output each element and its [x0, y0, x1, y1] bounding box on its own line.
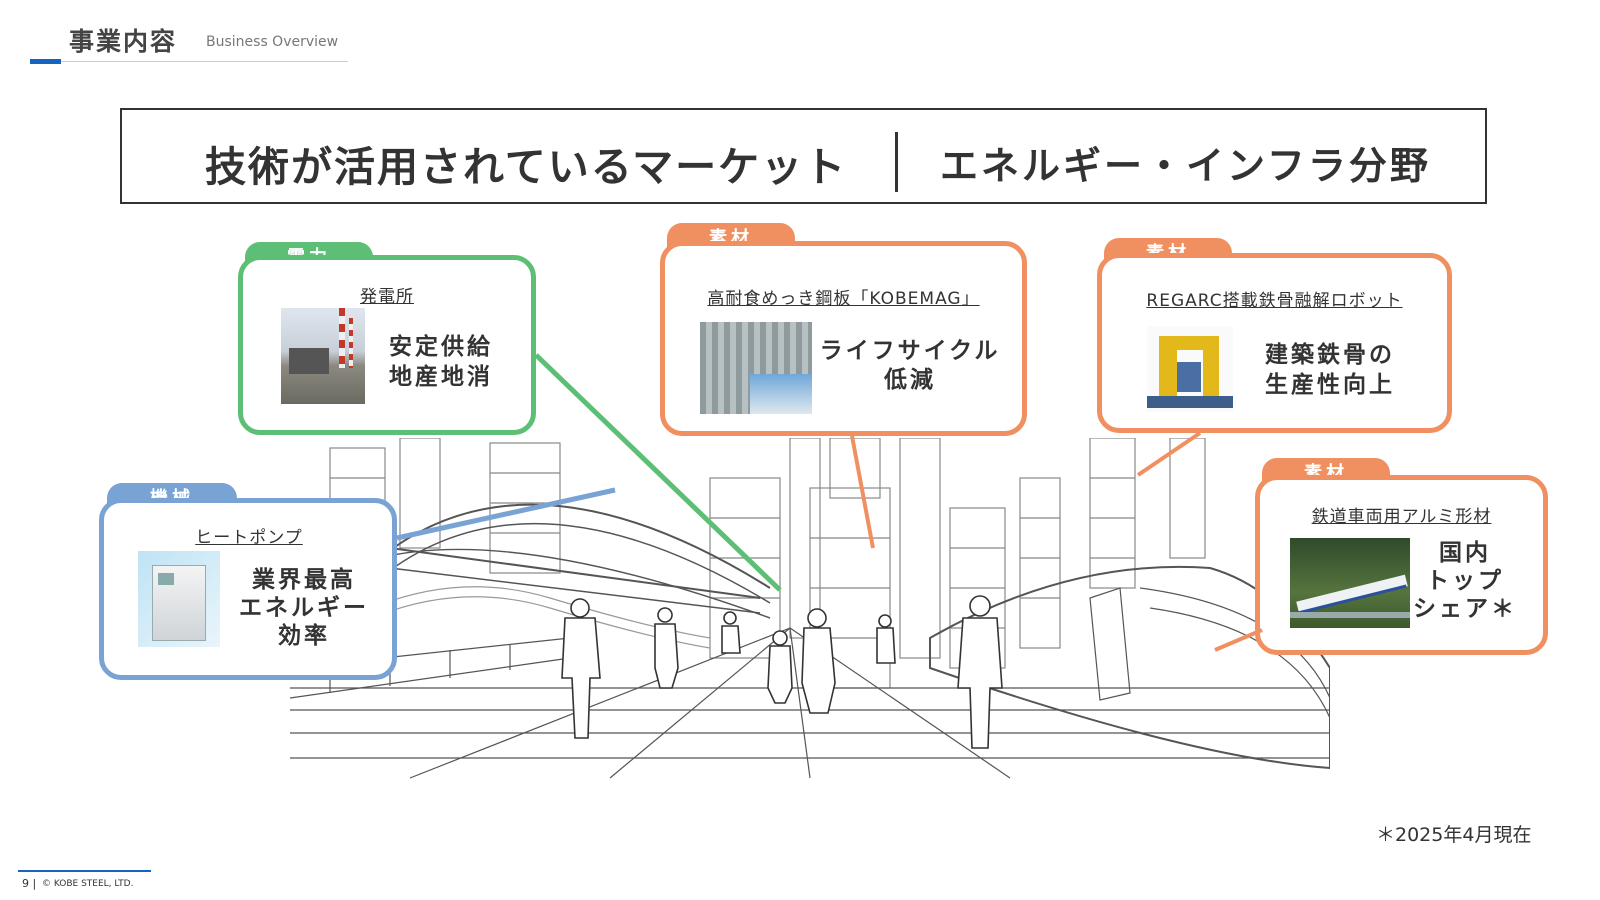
callout-line-2: 地産地消 — [389, 364, 493, 390]
callout-line-1: 建築鉄骨の — [1265, 342, 1395, 368]
callout-line-1: ライフサイクル — [819, 338, 1001, 364]
shinkansen-photo — [1290, 538, 1410, 628]
section-subtitle: Business Overview — [206, 34, 339, 50]
header-divider — [30, 61, 348, 62]
callout-title: 鉄道車両用アルミ形材 — [1311, 507, 1492, 527]
connector-machinery — [396, 487, 616, 541]
banner-field: エネルギー・インフラ分野 — [940, 144, 1431, 188]
callout-kobemag: 高耐食めっき鋼板「KOBEMAG」 ライフサイクル 低減 — [660, 241, 1027, 436]
callout-railway-aluminum: 鉄道車両用アルミ形材 国内 トップ シェア＊ — [1255, 475, 1548, 655]
banner-heading: 技術が活用されているマーケット — [205, 143, 848, 191]
callout-line-3: 効率 — [278, 623, 330, 649]
callout-line-1: 国内 — [1439, 540, 1491, 566]
connector-railway — [1214, 628, 1263, 652]
welding-robot-photo — [1147, 326, 1233, 412]
steel-sheet-photo — [700, 322, 812, 414]
callout-title: 発電所 — [360, 287, 414, 307]
callout-line-1: 安定供給 — [389, 334, 493, 360]
copyright: © KOBE STEEL, LTD. — [42, 879, 134, 889]
callout-regarc-robot: REGARC搭載鉄骨融解ロボット 建築鉄骨の 生産性向上 — [1097, 253, 1452, 433]
connector-regarc — [1136, 431, 1202, 477]
callout-line-2: エネルギー — [239, 595, 369, 621]
callout-line-2: 低減 — [884, 367, 936, 393]
callout-title: ヒートポンプ — [195, 528, 303, 548]
section-title: 事業内容 — [69, 27, 178, 56]
footer-accent-bar — [18, 870, 151, 872]
callout-power-plant: 発電所 安定供給 地産地消 — [238, 255, 536, 435]
callout-heat-pump: ヒートポンプ 業界最高 エネルギー 効率 — [99, 498, 397, 680]
date-footnote: ＊2025年4月現在 — [1376, 824, 1532, 846]
header-accent-bar — [30, 59, 61, 64]
power-plant-photo — [281, 308, 365, 404]
heat-pump-photo — [138, 551, 220, 647]
callout-line-3: シェア＊ — [1413, 596, 1517, 622]
page-number: 9 | — [22, 877, 37, 890]
connector-power — [534, 353, 782, 592]
connector-kobemag — [850, 435, 875, 549]
callout-line-2: 生産性向上 — [1265, 372, 1395, 398]
market-banner — [120, 108, 1487, 204]
callout-title: 高耐食めっき鋼板「KOBEMAG」 — [707, 289, 980, 309]
page-number-value: 9 — [22, 877, 29, 890]
callout-line-1: 業界最高 — [252, 567, 356, 593]
city-scene-illustration — [290, 438, 1330, 779]
callout-title: REGARC搭載鉄骨融解ロボット — [1146, 291, 1403, 311]
banner-separator — [895, 132, 898, 192]
callout-line-2: トップ — [1426, 568, 1504, 594]
